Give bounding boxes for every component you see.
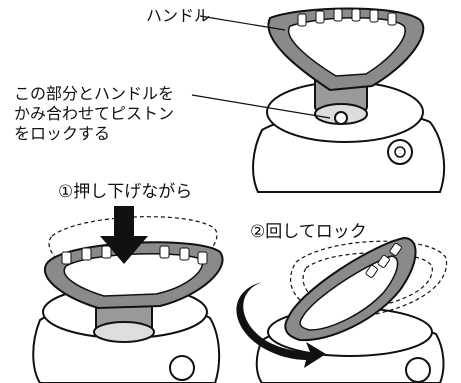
instruction-line-3: をロックする (14, 124, 111, 143)
step2-label: ②回してロック (250, 222, 367, 242)
left-sprayer (32, 206, 224, 383)
top-handle-inner (287, 17, 406, 77)
handle-label: ハンドル (146, 6, 211, 25)
left-piston-collar (93, 321, 155, 343)
push-down-arrow (100, 206, 148, 264)
lock-instruction-label: この部分とハンドルを かみ合わせてピストン をロックする (14, 84, 174, 144)
right-nozzle (405, 357, 431, 383)
right-handle-grip-marks (365, 242, 402, 278)
leader-line-lock (191, 94, 331, 119)
left-handle-ghost (48, 216, 218, 287)
top-lock-part (334, 111, 348, 125)
instruction-line-1: この部分とハンドルを (14, 84, 175, 103)
step1-label: ①押し下げながら (58, 182, 193, 202)
left-handle-grip-marks (61, 245, 208, 265)
rotate-arrow (236, 282, 326, 368)
left-nozzle (169, 355, 195, 381)
top-nozzle-center (394, 146, 406, 158)
top-handle-grip-marks (297, 8, 397, 27)
instruction-line-2: かみ合わせてピストン (14, 104, 175, 123)
right-sprayer (236, 236, 448, 383)
top-sprayer (191, 7, 446, 193)
right-handle-ghost-1 (290, 240, 448, 319)
leader-line-handle (199, 15, 286, 31)
